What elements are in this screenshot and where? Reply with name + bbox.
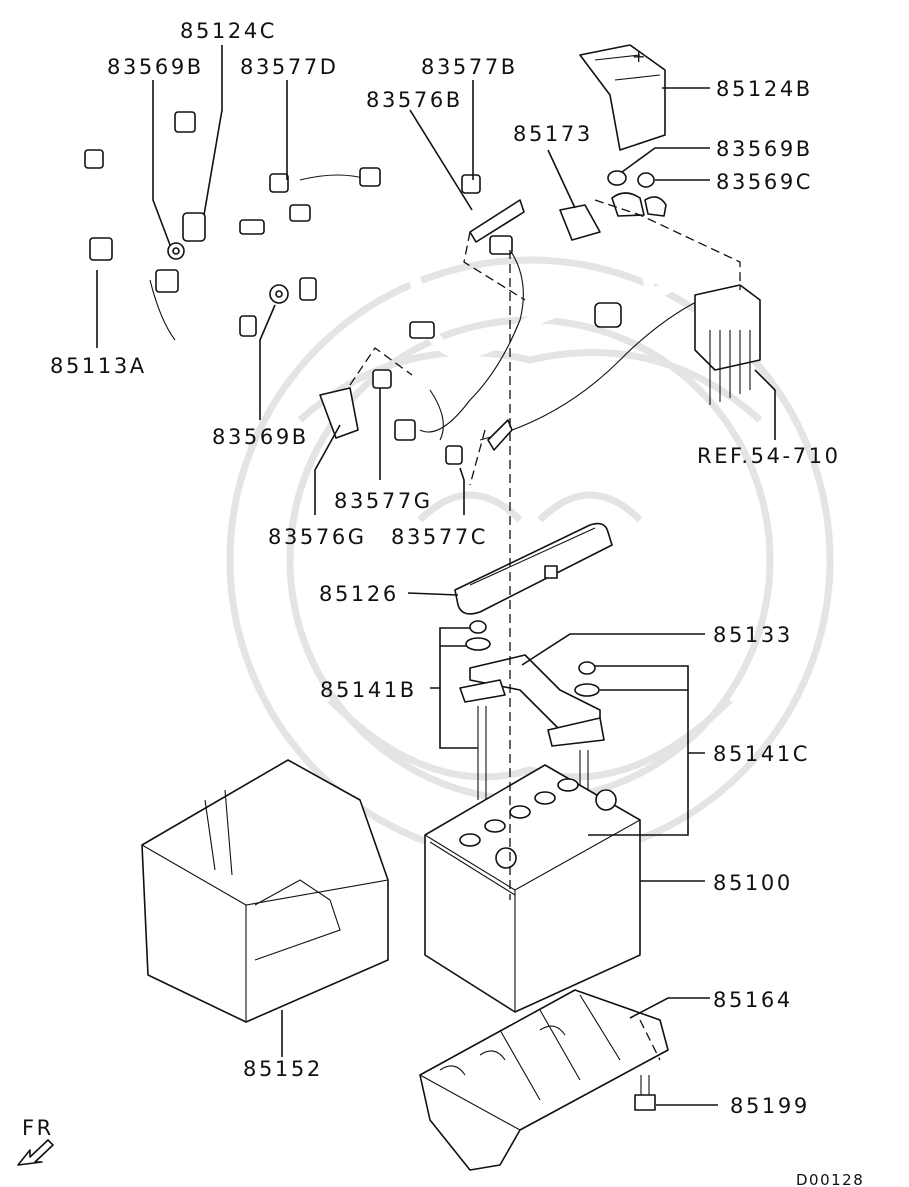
label-83577C: 83577C — [391, 525, 488, 549]
label-83569B-mid: 83569B — [212, 425, 309, 449]
label-85113A: 85113A — [50, 354, 147, 378]
label-85133: 85133 — [713, 623, 793, 647]
label-85124B: 85124B — [716, 77, 813, 101]
battery-terminal-plus: + — [632, 47, 645, 66]
label-83569B-top: 83569B — [107, 55, 204, 79]
front-direction-indicator: FR — [17, 1116, 54, 1166]
label-83577B: 83577B — [421, 55, 518, 79]
label-83576G: 83576G — [268, 525, 367, 549]
label-83569C: 83569C — [716, 170, 813, 194]
battery-tray — [141, 759, 389, 1023]
label-85152: 85152 — [243, 1057, 323, 1081]
battery-hold-down-bar — [454, 522, 613, 615]
label-85100: 85100 — [713, 871, 793, 895]
part-labels: 85124C 83569B 83577D 83577B 83576B 85173… — [50, 19, 841, 1118]
label-85124C: 85124C — [180, 19, 277, 43]
label-83569B-right: 83569B — [716, 137, 813, 161]
label-85173: 85173 — [513, 122, 593, 146]
wire-harness: + — [69, 44, 761, 465]
label-85164: 85164 — [713, 988, 793, 1012]
battery-mounting-bracket — [419, 989, 669, 1171]
label-85199: 85199 — [730, 1094, 810, 1118]
drawing-code: D00128 — [796, 1171, 864, 1187]
label-83577G: 83577G — [334, 489, 433, 513]
front-arrow-icon — [17, 1139, 54, 1166]
label-83577D: 83577D — [240, 55, 339, 79]
label-ref-54-710: REF.54-710 — [697, 444, 841, 468]
label-85141C: 85141C — [713, 742, 810, 766]
label-85141B: 85141B — [320, 678, 417, 702]
label-83576B: 83576B — [366, 88, 463, 112]
battery — [424, 764, 641, 1013]
leader-lines — [96, 45, 776, 1106]
label-85126: 85126 — [319, 582, 399, 606]
assembly-lines — [349, 199, 741, 1061]
direction-label: FR — [22, 1116, 54, 1140]
